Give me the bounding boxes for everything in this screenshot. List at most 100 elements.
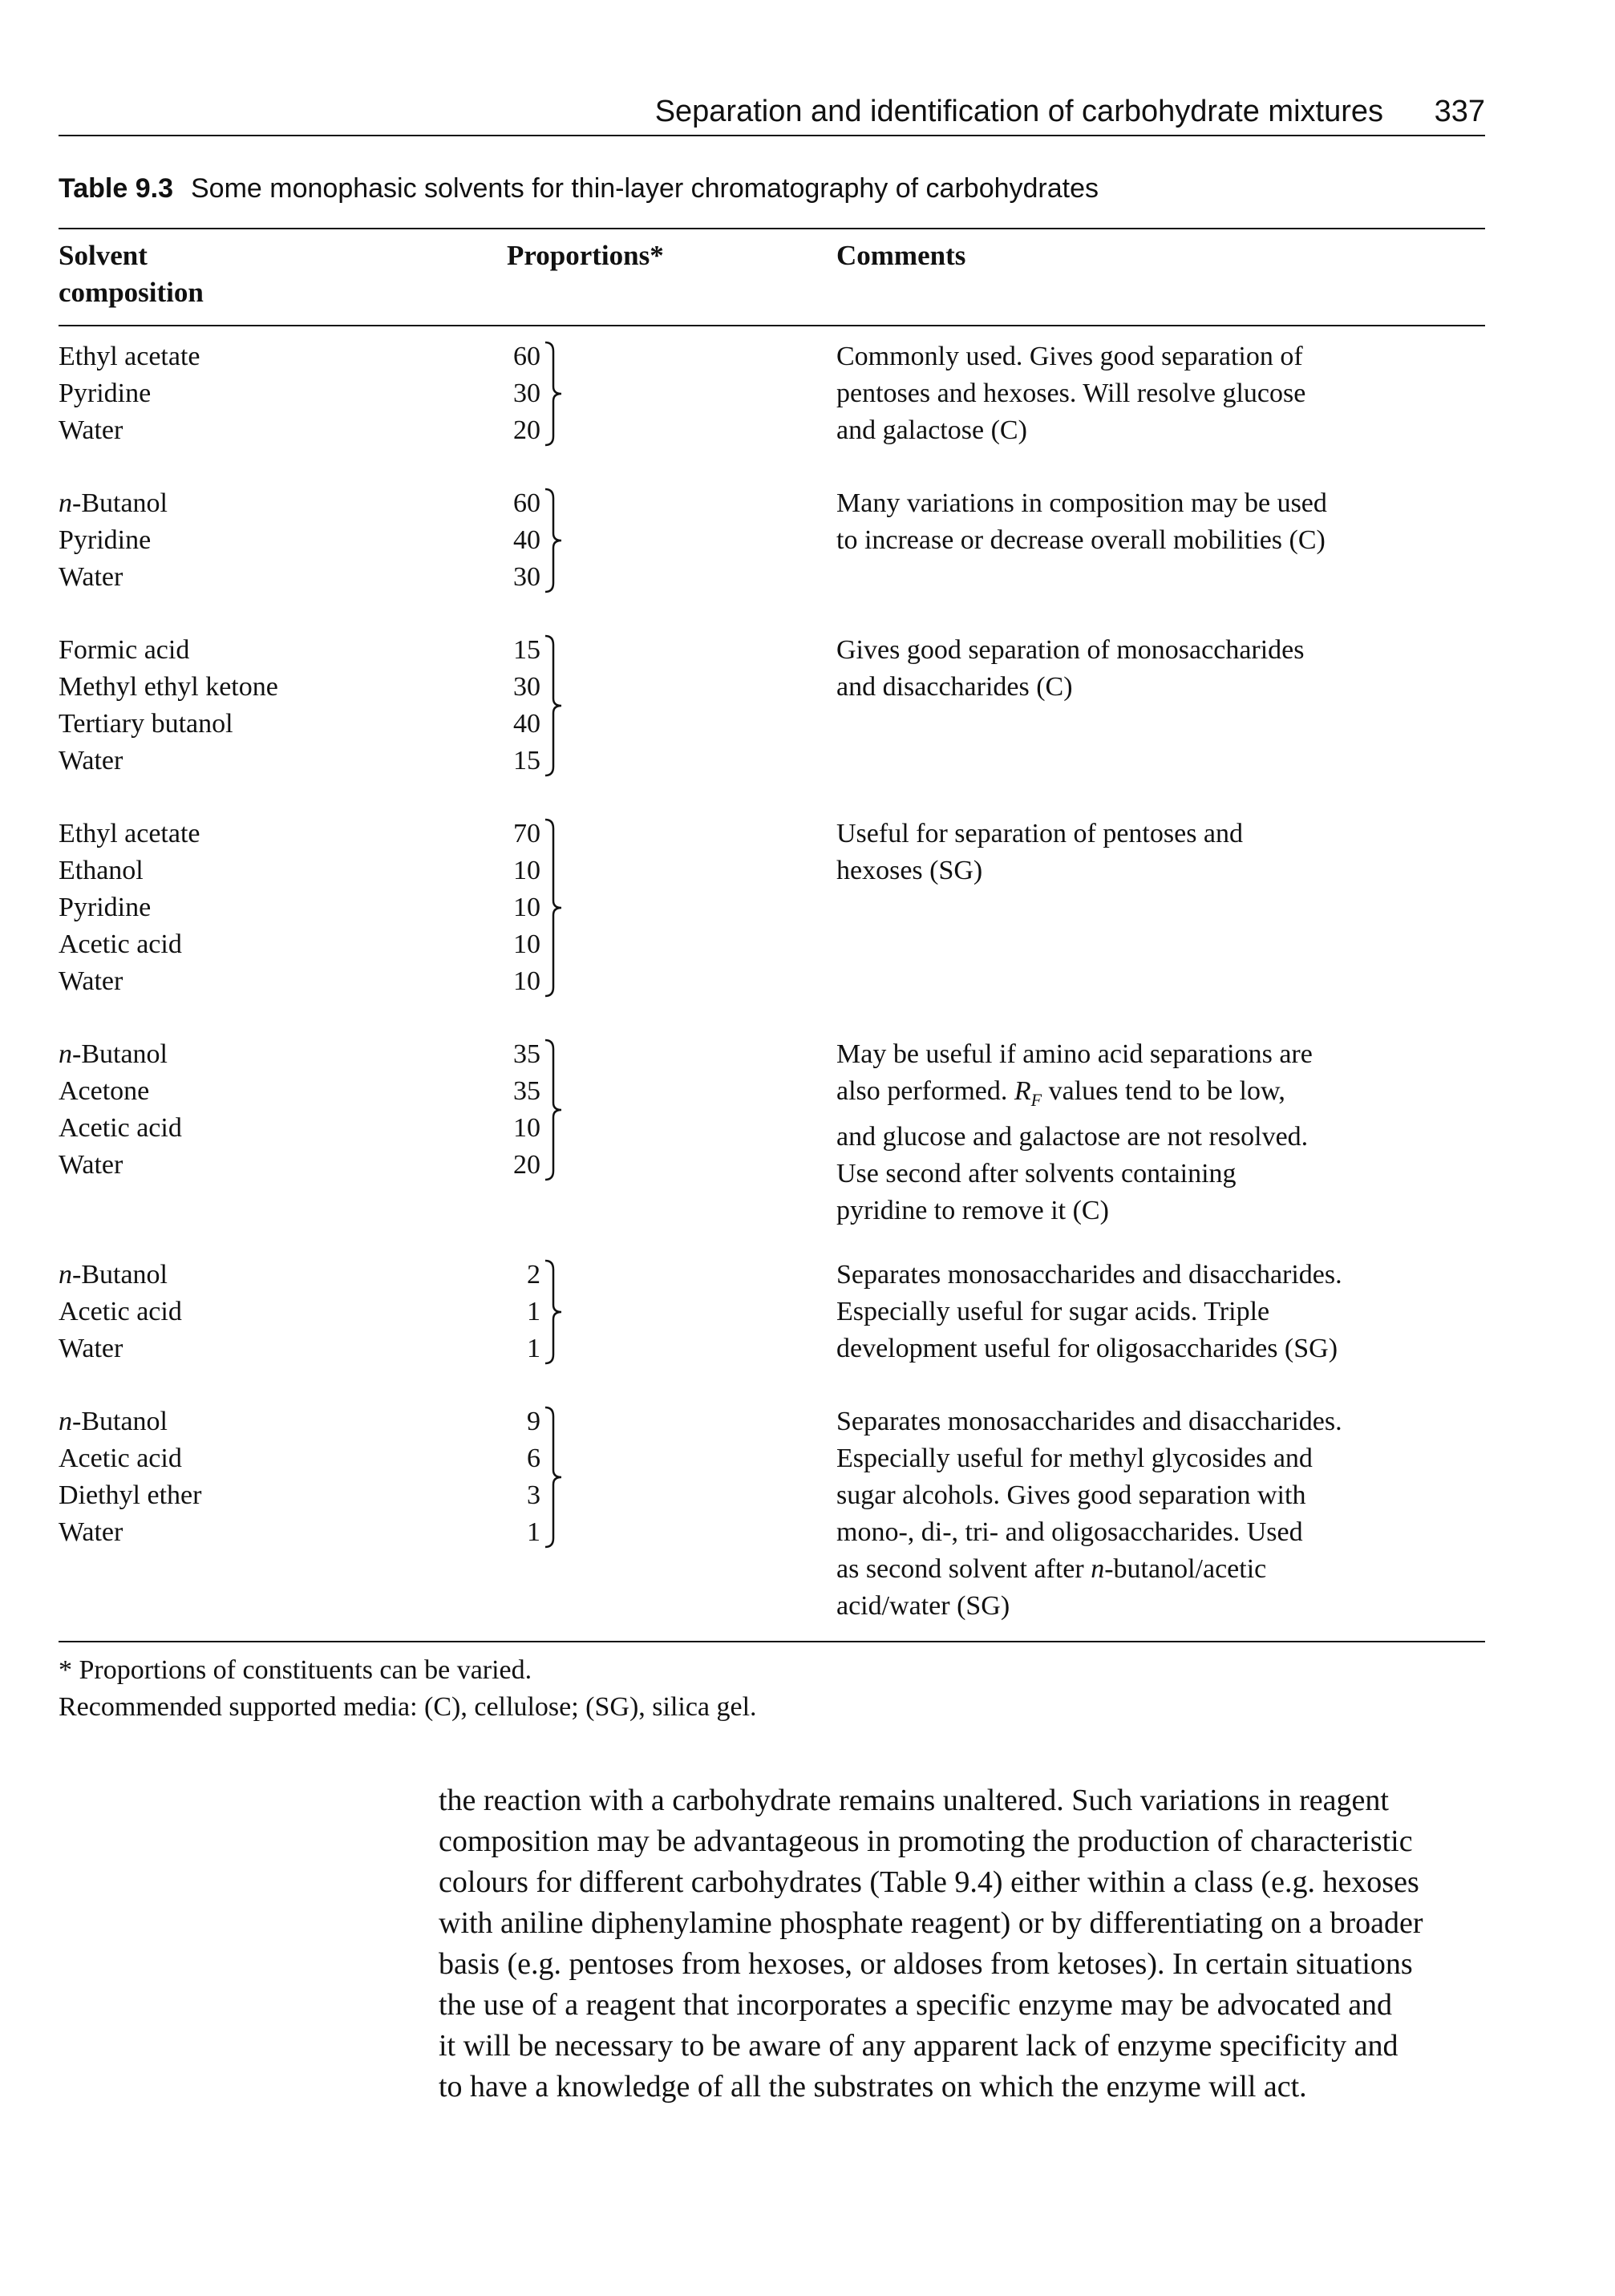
- comment-line: Many variations in composition may be us…: [836, 488, 1327, 518]
- proportion-value: 40: [513, 709, 540, 739]
- proportion-values: 60 30 20: [480, 338, 540, 449]
- table-label: Table 9.3: [59, 173, 173, 204]
- solvent-comment: Separates monosaccharides and disacchari…: [836, 1257, 1446, 1367]
- proportion-value: 35: [513, 1039, 540, 1069]
- table-bottom-rule: [59, 1641, 1485, 1642]
- solvent-comment: Many variations in composition may be us…: [836, 485, 1446, 559]
- paragraph-line: the reaction with a carbohydrate remains…: [439, 1784, 1389, 1817]
- comment-line: Commonly used. Gives good separation of: [836, 342, 1303, 371]
- column-header-proportions: Proportions*: [507, 240, 664, 271]
- solvent-name: Acetic acid: [59, 1444, 182, 1473]
- right-brace-icon: [544, 634, 562, 777]
- proportion-values: 15 30 40 15: [480, 632, 540, 780]
- proportion-value: 15: [513, 746, 540, 775]
- comment-line: mono-, di-, tri- and oligosaccharides. U…: [836, 1517, 1303, 1547]
- comment-line: sugar alcohols. Gives good separation wi…: [836, 1480, 1306, 1510]
- right-brace-icon: [544, 1406, 562, 1549]
- comment-line: as second solvent after n-butanol/acetic: [836, 1554, 1267, 1584]
- proportion-values: 60 40 30: [480, 485, 540, 596]
- solvent-name: Water: [59, 1334, 123, 1363]
- solvent-name: Methyl ethyl ketone: [59, 672, 278, 702]
- proportion-value: 1: [527, 1517, 540, 1547]
- solvent-comment: May be useful if amino acid separations …: [836, 1036, 1446, 1229]
- proportion-value: 10: [513, 966, 540, 996]
- proportion-value: 30: [513, 379, 540, 408]
- proportion-value: 10: [513, 1113, 540, 1143]
- comment-line: and glucose and galactose are not resolv…: [836, 1121, 1309, 1152]
- comment-line: hexoses (SG): [836, 856, 983, 885]
- solvent-name: n-Butanol: [59, 1260, 168, 1290]
- comment-line: Use second after solvents containing: [836, 1158, 1237, 1188]
- column-header-rule: [59, 325, 1485, 326]
- proportion-value: 15: [513, 635, 540, 665]
- proportion-value: 10: [513, 893, 540, 922]
- right-brace-icon: [544, 1259, 562, 1365]
- proportion-value: 10: [513, 929, 540, 959]
- comment-line: Especially useful for sugar acids. Tripl…: [836, 1297, 1270, 1326]
- comment-line: Gives good separation of monosaccharides: [836, 635, 1305, 665]
- column-header-solvent: Solvent composition: [59, 237, 204, 311]
- comment-line: and disaccharides (C): [836, 672, 1073, 702]
- comment-line: development useful for oligosaccharides …: [836, 1334, 1338, 1363]
- solvent-name: Water: [59, 1150, 123, 1180]
- proportion-value: 9: [527, 1407, 540, 1436]
- proportion-value: 70: [513, 819, 540, 848]
- solvent-name: Acetone: [59, 1076, 150, 1106]
- running-header-title: Separation and identification of carbohy…: [654, 95, 1383, 128]
- proportion-value: 2: [527, 1260, 540, 1290]
- proportion-value: 6: [527, 1444, 540, 1473]
- proportion-value: 20: [513, 1150, 540, 1180]
- proportion-value: 1: [527, 1297, 540, 1326]
- comment-line: to increase or decrease overall mobiliti…: [836, 525, 1326, 555]
- proportion-value: 30: [513, 672, 540, 702]
- solvent-name: Pyridine: [59, 893, 152, 922]
- comment-line: pyridine to remove it (C): [836, 1195, 1109, 1225]
- comment-line: pentoses and hexoses. Will resolve gluco…: [836, 379, 1306, 408]
- comment-line: acid/water (SG): [836, 1591, 1010, 1621]
- solvent-name: Water: [59, 562, 123, 592]
- table-caption-text: Some monophasic solvents for thin-layer …: [191, 173, 1099, 204]
- proportion-values: 70 10 10 10 10: [480, 816, 540, 1000]
- comment-line: May be useful if amino acid separations …: [836, 1039, 1313, 1069]
- comment-line: Especially useful for methyl glycosides …: [836, 1444, 1313, 1473]
- solvent-name: n-Butanol: [59, 488, 168, 518]
- paragraph-line: basis (e.g. pentoses from hexoses, or al…: [439, 1947, 1413, 1981]
- proportion-value: 10: [513, 856, 540, 885]
- proportion-value: 35: [513, 1076, 540, 1106]
- body-paragraph: the reaction with a carbohydrate remains…: [439, 1780, 1481, 2108]
- paragraph-line: it will be necessary to be aware of any …: [439, 2029, 1398, 2063]
- paragraph-line: the use of a reagent that incorporates a…: [439, 1988, 1393, 2022]
- solvent-comment: Separates monosaccharides and disacchari…: [836, 1403, 1446, 1625]
- paragraph-line: with aniline diphenylamine phosphate rea…: [439, 1906, 1423, 1940]
- running-header: Separation and identification of carbohy…: [59, 87, 1485, 136]
- solvent-name: Water: [59, 415, 123, 445]
- proportion-value: 60: [513, 488, 540, 518]
- comment-line: Separates monosaccharides and disacchari…: [836, 1260, 1342, 1290]
- right-brace-icon: [544, 1039, 562, 1181]
- page-number: 337: [1434, 95, 1485, 128]
- proportion-value: 40: [513, 525, 540, 555]
- comment-line: Useful for separation of pentoses and: [836, 819, 1244, 848]
- proportion-value: 60: [513, 342, 540, 371]
- solvent-name: Ethanol: [59, 856, 144, 885]
- footnote: Recommended supported media: (C), cellul…: [59, 1692, 757, 1722]
- proportion-value: 20: [513, 415, 540, 445]
- solvent-name: Ethyl acetate: [59, 342, 200, 371]
- right-brace-icon: [544, 341, 562, 447]
- paragraph-line: composition may be advantageous in promo…: [439, 1824, 1413, 1858]
- solvent-comment: Commonly used. Gives good separation of p…: [836, 338, 1446, 449]
- table-caption: Table 9.3 Some monophasic solvents for th…: [59, 173, 1099, 204]
- proportion-value: 30: [513, 562, 540, 592]
- solvent-name: Pyridine: [59, 525, 152, 555]
- comment-line: Separates monosaccharides and disacchari…: [836, 1407, 1342, 1436]
- comment-line: and galactose (C): [836, 415, 1027, 445]
